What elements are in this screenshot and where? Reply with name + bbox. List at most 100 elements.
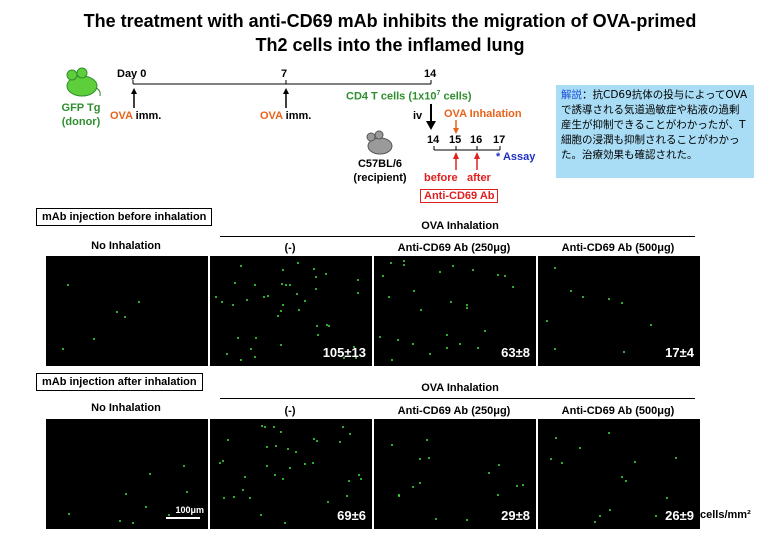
fluorescent-cell xyxy=(279,343,282,346)
fluorescent-cell xyxy=(281,303,284,306)
row2-col-control: (-) xyxy=(284,405,296,417)
fluorescent-cell xyxy=(398,495,401,498)
fluorescent-cell xyxy=(446,347,449,350)
fluorescent-cell xyxy=(633,461,636,464)
fluorescent-cell xyxy=(241,488,244,491)
fluorescent-cell xyxy=(357,292,360,295)
small-day16: 16 xyxy=(470,134,483,146)
fluorescent-cell xyxy=(555,437,558,440)
fluorescent-cell xyxy=(284,522,287,525)
fluorescent-cell xyxy=(560,462,563,465)
fluorescent-cell xyxy=(254,336,257,339)
fluorescent-cell xyxy=(303,462,306,465)
fluorescent-cell xyxy=(304,300,307,303)
fluorescent-cell xyxy=(471,268,474,271)
before-label: before xyxy=(424,172,458,184)
small-day15: 15 xyxy=(449,134,462,146)
fluorescent-cell xyxy=(265,446,268,449)
row1-panel-control: 105±13 xyxy=(210,256,372,366)
fluorescent-cell xyxy=(280,430,283,433)
fluorescent-cell xyxy=(61,347,64,350)
timeline-day0: Day 0 xyxy=(117,68,147,80)
title-line-2: Th2 cells into the inflamed lung xyxy=(255,35,525,55)
fluorescent-cell xyxy=(466,306,469,309)
fluorescent-cell xyxy=(221,301,224,304)
fluorescent-cell xyxy=(419,308,422,311)
fluorescent-cell xyxy=(145,505,148,508)
fluorescent-cell xyxy=(458,343,461,346)
recipient-mouse-icon xyxy=(366,130,393,155)
timeline-day14: 14 xyxy=(424,68,437,80)
fluorescent-cell xyxy=(512,286,515,289)
fluorescent-cell xyxy=(118,519,121,522)
fluorescent-cell xyxy=(608,431,611,434)
scale-bar xyxy=(166,517,200,519)
fluorescent-cell xyxy=(435,517,438,520)
row1-panel-no-inhalation xyxy=(46,256,208,366)
fluorescent-cell xyxy=(397,493,400,496)
fluorescent-cell xyxy=(391,359,394,362)
fluorescent-cell xyxy=(428,353,431,356)
fluorescent-cell xyxy=(496,273,499,276)
fluorescent-cell xyxy=(353,346,356,349)
fluorescent-cell xyxy=(549,458,552,461)
fluorescent-cell xyxy=(288,283,291,286)
fluorescent-cell xyxy=(326,501,329,504)
row1-group-line xyxy=(220,236,695,237)
fluorescent-cell xyxy=(325,273,328,276)
immunization-day0: OVA imm. xyxy=(110,110,162,122)
row2-count-250: 29±8 xyxy=(501,508,530,523)
fluorescent-cell xyxy=(219,461,222,464)
fluorescent-cell xyxy=(357,474,360,477)
fluorescent-cell xyxy=(168,514,171,517)
title-line-1: The treatment with anti-CD69 mAb inhibit… xyxy=(83,11,697,31)
fluorescent-cell xyxy=(327,325,330,328)
fluorescent-cell xyxy=(452,265,455,268)
transfer-label: CD4 T cells (1x107 cells) xyxy=(346,90,472,103)
row2-panel-500: 26±9 xyxy=(538,419,700,529)
fluorescent-cell xyxy=(465,304,468,307)
antibody-box: Anti-CD69 Ab xyxy=(420,189,499,203)
fluorescent-cell xyxy=(221,459,224,462)
fluorescent-cell xyxy=(232,304,235,307)
row2-group-header: OVA Inhalation xyxy=(421,382,499,394)
fluorescent-cell xyxy=(316,324,319,327)
fluorescent-cell xyxy=(286,448,289,451)
fluorescent-cell xyxy=(348,479,351,482)
fluorescent-cell xyxy=(68,512,71,515)
fluorescent-cell xyxy=(253,283,256,286)
row2-label: mAb injection after inhalation xyxy=(36,373,203,391)
fluorescent-cell xyxy=(390,444,393,447)
fluorescent-cell xyxy=(504,274,507,277)
fluorescent-cell xyxy=(342,356,345,359)
fluorescent-cell xyxy=(124,493,127,496)
fluorescent-cell xyxy=(185,490,188,493)
fluorescent-cell xyxy=(248,496,251,499)
small-day14: 14 xyxy=(427,134,440,146)
fluorescent-cell xyxy=(403,263,406,266)
fluorescent-cell xyxy=(487,472,490,475)
after-label: after xyxy=(467,172,491,184)
fluorescent-cell xyxy=(621,302,624,305)
fluorescent-cell xyxy=(381,275,384,278)
fluorescent-cell xyxy=(266,295,269,297)
fluorescent-cell xyxy=(412,343,415,346)
fluorescent-cell xyxy=(240,265,243,267)
row1-col-250: Anti-CD69 Ab (250μg) xyxy=(397,242,511,254)
donor-mouse-icon xyxy=(66,67,101,97)
fluorescent-cell xyxy=(281,269,284,272)
fluorescent-cell xyxy=(279,309,282,312)
fluorescent-cell xyxy=(261,425,264,428)
fluorescent-cell xyxy=(316,333,319,336)
fluorescent-cell xyxy=(249,348,252,351)
fluorescent-cell xyxy=(349,433,352,436)
fluorescent-cell xyxy=(233,495,236,498)
row2-panel-control: 69±6 xyxy=(210,419,372,529)
fluorescent-cell xyxy=(123,316,126,319)
fluorescent-cell xyxy=(484,329,487,332)
fluorescent-cell xyxy=(582,295,585,298)
row1-panel-250: 63±8 xyxy=(374,256,536,366)
fluorescent-cell xyxy=(239,358,242,361)
note-highlight: 解説 xyxy=(561,89,582,101)
fluorescent-cell xyxy=(226,439,229,442)
